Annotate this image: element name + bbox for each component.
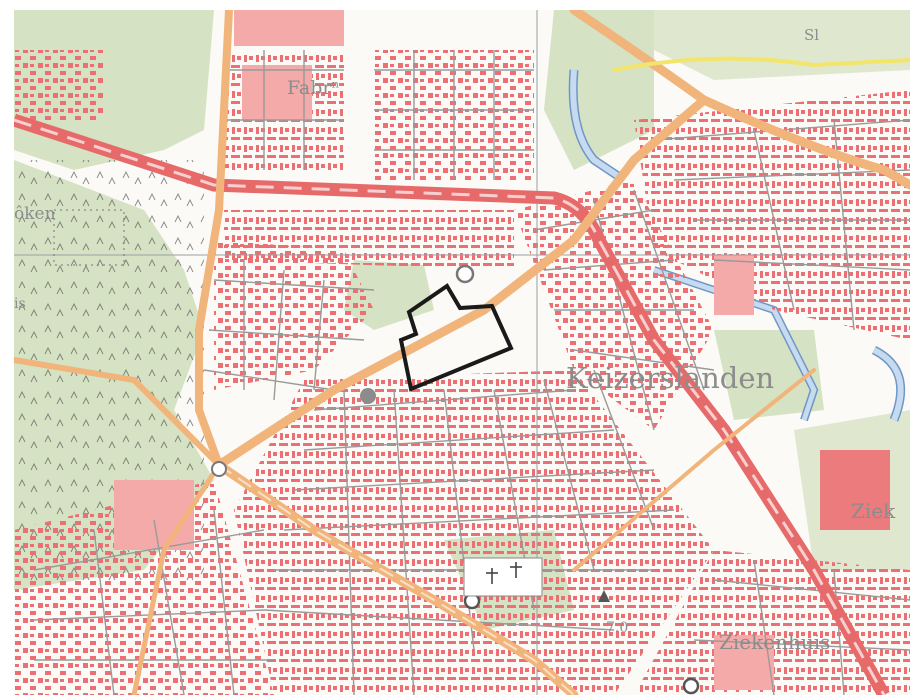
street-network: [33, 50, 910, 695]
label-oken: ôken: [14, 204, 56, 224]
dotted-area: [53, 209, 125, 266]
label-is: is: [14, 296, 26, 312]
label-zieken: Ziek: [851, 499, 896, 523]
map-canvas: Fabrⁿ ôken Keizerslanden Ziek Ziekenhuis…: [14, 10, 910, 695]
label-keizerslanden: Keizerslanden: [566, 361, 774, 395]
main-street: [14, 113, 890, 695]
label-ziekenhuis: Ziekenhuis: [719, 630, 830, 654]
label-sl: Sl: [804, 26, 819, 44]
topographic-map[interactable]: Fabrⁿ ôken Keizerslanden Ziek Ziekenhuis…: [14, 10, 910, 695]
label-fabr: Fabrⁿ: [287, 77, 340, 99]
label-spot-height: 7.0: [606, 620, 628, 636]
church-icon: [682, 677, 700, 695]
major-roads: [14, 10, 910, 695]
cemetery: [463, 557, 543, 597]
monument-icon: [360, 388, 376, 404]
symbols: [53, 209, 700, 695]
roundabout-icon: [211, 461, 227, 477]
cross-icon: [486, 562, 522, 584]
roundabout-icon: [455, 264, 475, 284]
outline-marker[interactable]: [398, 283, 514, 392]
spot-height-marker: [598, 590, 610, 602]
